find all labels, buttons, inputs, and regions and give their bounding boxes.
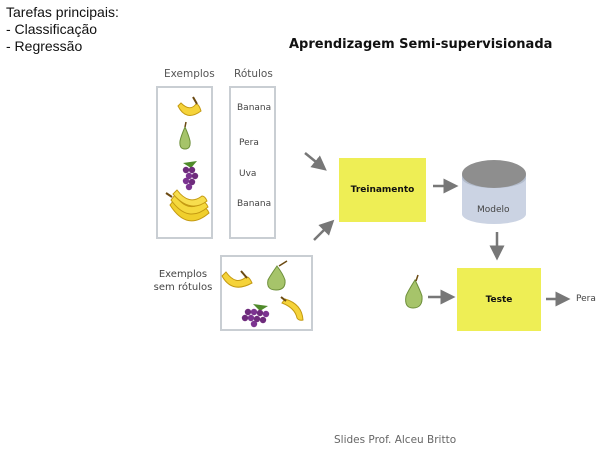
label-item: Banana xyxy=(237,199,272,209)
diagram-title: Aprendizagem Semi-supervisionada xyxy=(289,37,553,52)
examples-header: Exemplos xyxy=(164,68,215,80)
training-box-label: Treinamento xyxy=(350,185,415,195)
task-item-classificacao: - Classificação xyxy=(6,21,98,37)
pear-icon xyxy=(405,274,423,309)
footer-credit: Slides Prof. Alceu Britto xyxy=(334,434,457,446)
labels-header: Rótulos xyxy=(234,68,273,80)
label-item: Uva xyxy=(239,169,257,179)
pear-icon xyxy=(267,260,288,291)
training-box: Treinamento xyxy=(339,158,426,222)
task-item-regressao: - Regressão xyxy=(6,38,83,54)
unlabeled-examples-label: Exemplos sem rótulos xyxy=(148,268,218,294)
arrow-labeled-to-training xyxy=(304,152,327,171)
test-box: Teste xyxy=(457,268,541,331)
tasks-title: Tarefas principais: xyxy=(6,4,119,20)
banana-icon xyxy=(280,296,304,321)
tasks-block: Tarefas principais: - Classificação - Re… xyxy=(6,4,119,55)
unlabeled-label-line1: Exemplos xyxy=(158,269,208,280)
labels-panel xyxy=(229,86,276,239)
arrow-unlabeled-to-training xyxy=(313,219,335,241)
banana-icon xyxy=(221,270,253,288)
label-item: Banana xyxy=(237,103,272,113)
test-box-label: Teste xyxy=(485,294,513,305)
banana-icon xyxy=(177,96,202,116)
unlabeled-label-line2: sem rótulos xyxy=(153,282,213,293)
grapes-icon xyxy=(182,161,199,191)
label-item: Pera xyxy=(239,138,259,148)
output-label: Pera xyxy=(576,294,596,304)
grapes-icon xyxy=(241,304,270,328)
model-label: Modelo xyxy=(477,205,510,215)
pear-icon xyxy=(179,121,191,150)
model-cylinder-icon xyxy=(462,160,526,224)
banana-bunch-icon xyxy=(165,189,210,222)
